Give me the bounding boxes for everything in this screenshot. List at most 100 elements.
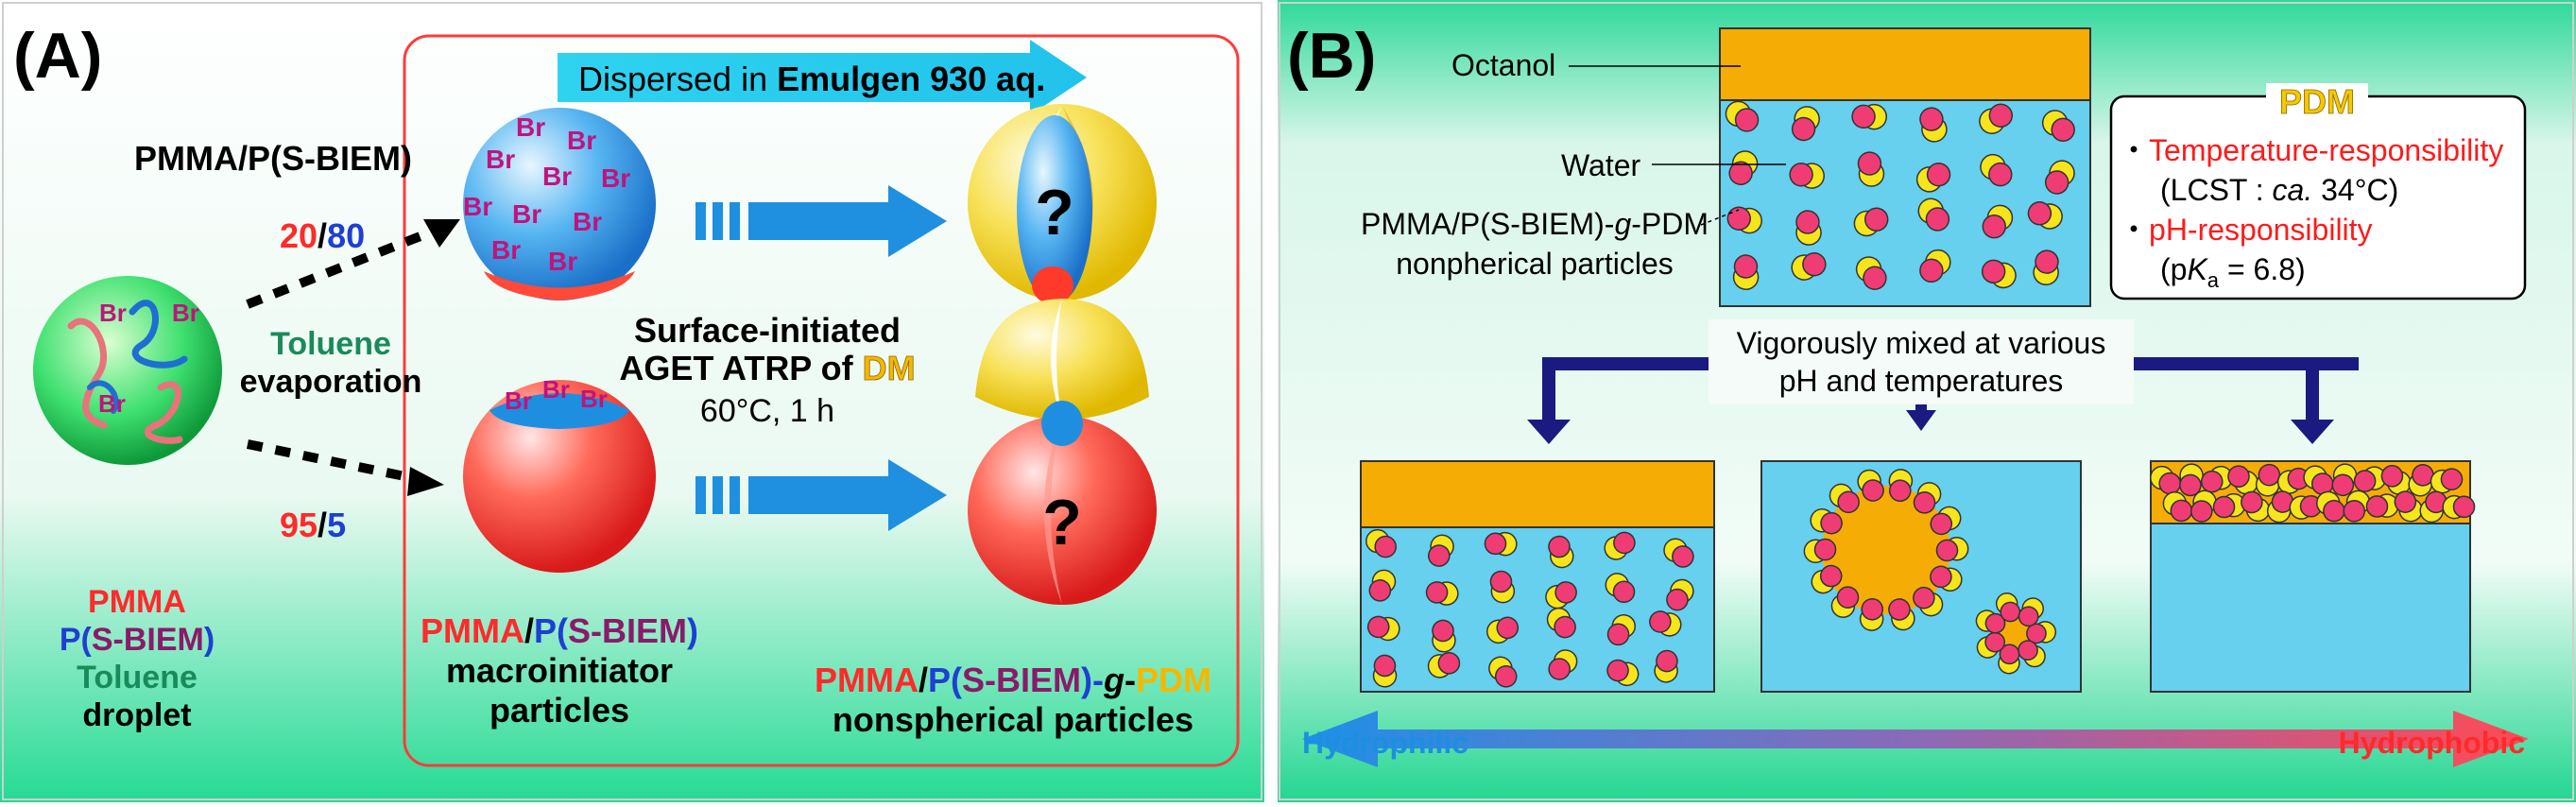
micelle-particle xyxy=(1859,597,1884,631)
janus-particle xyxy=(1663,538,1694,568)
janus-particle xyxy=(1728,150,1759,185)
janus-particle xyxy=(1725,100,1760,132)
hydrophilic-label: Hydrophilic xyxy=(1302,726,1468,760)
micelle-particle xyxy=(1810,507,1843,535)
micelle-particle xyxy=(1857,469,1884,502)
janus-particle xyxy=(1857,151,1885,187)
janus-particle xyxy=(1791,252,1827,281)
mixed-line2: pH and temperatures xyxy=(1779,364,2064,398)
br-t4: Br xyxy=(542,162,572,191)
interface-particle xyxy=(2150,465,2181,495)
micelle-particle xyxy=(2018,597,2044,627)
particles-pointer xyxy=(1700,209,1740,226)
dispersed-prefix: Dispersed in xyxy=(578,60,777,98)
micelle-particle xyxy=(2026,621,2057,644)
janus-particle xyxy=(1604,531,1636,560)
micelle-particle xyxy=(1811,564,1843,594)
reaction-frame xyxy=(403,34,1240,767)
panel-b: (B) Octanol Water PMMA/P(S-BIEM)-g-PDM n… xyxy=(1278,0,2576,802)
janus-particle xyxy=(1368,569,1397,602)
macro-label-line1: PMMA/P(S-BIEM) xyxy=(421,611,698,650)
janus-particle xyxy=(1795,210,1822,246)
br-t9: Br xyxy=(491,235,521,265)
br-t10: Br xyxy=(548,247,577,276)
ratio-top: 20/80 xyxy=(280,216,365,255)
janus-particle xyxy=(2041,110,2075,142)
micelle-particle xyxy=(1803,538,1837,564)
octanol-label: Octanol xyxy=(1451,48,1555,82)
interface-particle xyxy=(2343,489,2371,523)
copolymer-label: PMMA/P(S-BIEM) xyxy=(134,139,412,178)
legend-psbiem: P(S-BIEM) xyxy=(60,622,215,658)
br-t6: Br xyxy=(463,192,492,221)
emulsion-beaker xyxy=(1760,460,2082,693)
macro-label-line3: particles xyxy=(489,691,629,730)
janus-particle xyxy=(2044,160,2075,195)
temp-resp: ・Temperature-responsibility xyxy=(2119,133,2503,167)
panel-b-label: (B) xyxy=(1287,20,1376,92)
interface-particle xyxy=(2289,494,2323,520)
dispersed-arrow: Dispersed in Emulgen 930 aq. xyxy=(558,40,1087,115)
ph-resp: ・pH-responsibility xyxy=(2119,213,2373,247)
particles-label-line2: nonpherical particles xyxy=(1396,247,1674,281)
lcst-value: (LCST : ca. 34°C) xyxy=(2160,173,2398,207)
janus-particle xyxy=(2027,201,2063,230)
ratio-bottom: 95/5 xyxy=(280,506,346,544)
legend-droplet: droplet xyxy=(82,697,191,733)
product-label-line2: nonspherical particles xyxy=(833,700,1194,739)
janus-particle xyxy=(1606,659,1640,687)
dotted-arrow-down xyxy=(246,439,444,496)
mixed-line1: Vigorously mixed at various xyxy=(1737,326,2106,360)
janus-particle xyxy=(1853,207,1889,237)
janus-particle xyxy=(1791,106,1820,142)
hydrophilicity-arrow xyxy=(1302,711,2529,767)
interface-particle xyxy=(2430,468,2464,494)
macro-label-line2: macroinitiator xyxy=(446,651,673,690)
reaction-arrow-top xyxy=(696,185,947,257)
janus-particle xyxy=(1606,613,1637,646)
svg-text:Dispersed in Emulgen 930 aq.: Dispersed in Emulgen 930 aq. xyxy=(578,60,1045,98)
janus-particle xyxy=(1789,163,1825,189)
janus-particle xyxy=(1427,652,1461,678)
micelle-particle xyxy=(1913,586,1944,617)
br-t5: Br xyxy=(601,163,630,193)
janus-particle xyxy=(1982,204,2014,239)
nonspherical-particle-top: ? xyxy=(968,104,1157,304)
janus-particle xyxy=(1548,649,1578,680)
janus-particle xyxy=(1546,607,1576,639)
reaction-conditions: 60°C, 1 h xyxy=(700,393,834,429)
micelle-particle xyxy=(1830,586,1860,618)
br-t2: Br xyxy=(567,126,596,155)
micelle-particle xyxy=(1913,482,1942,514)
interface-particle xyxy=(2442,494,2476,520)
janus-particle xyxy=(1979,103,2014,134)
janus-particle xyxy=(1485,616,1520,644)
micelle-particle xyxy=(1976,631,2006,659)
br-b2: Br xyxy=(542,375,570,404)
reaction-line2: AGET ATRP of DM xyxy=(619,349,915,387)
janus-particle xyxy=(1649,610,1682,637)
hydrophilic-beaker xyxy=(1360,460,1715,693)
interface-particle xyxy=(2212,492,2246,519)
micelle-particle xyxy=(1829,483,1860,514)
reaction-line1: Surface-initiated xyxy=(634,311,901,350)
interface-particle xyxy=(2331,463,2358,497)
micelle-particle xyxy=(1935,536,1969,562)
janus-particle xyxy=(1726,206,1762,234)
initial-beaker xyxy=(1719,27,2091,307)
droplet-br-2: Br xyxy=(172,299,199,327)
evaporation-label: evaporation xyxy=(240,364,422,400)
janus-particle xyxy=(1489,570,1516,604)
janus-particle xyxy=(1372,654,1398,688)
janus-particle xyxy=(1545,581,1577,610)
micelle-particle xyxy=(1888,598,1915,631)
janus-particle xyxy=(1915,163,1951,193)
janus-particle xyxy=(1427,534,1454,567)
macroinitiator-particle-top: Br Br Br Br Br Br Br Br Br Br xyxy=(463,108,656,300)
janus-particle xyxy=(1980,153,2013,187)
janus-particle xyxy=(1605,573,1636,604)
panel-b-frame xyxy=(1279,2,2574,800)
br-t3: Br xyxy=(486,145,515,174)
particles-label-line1: PMMA/P(S-BIEM)-g-PDM xyxy=(1361,207,1709,241)
